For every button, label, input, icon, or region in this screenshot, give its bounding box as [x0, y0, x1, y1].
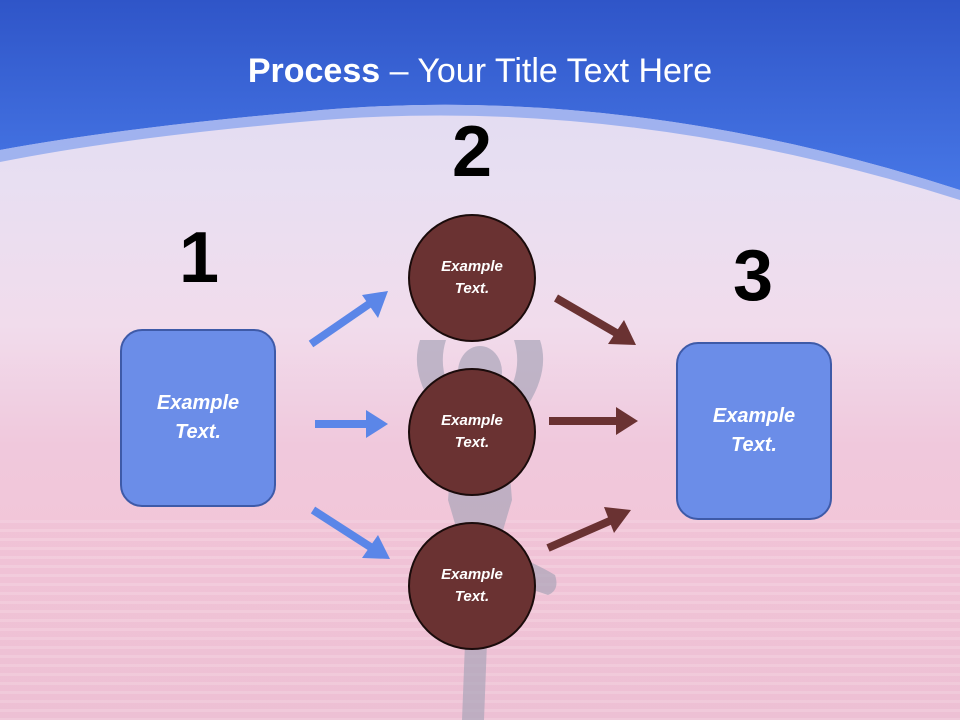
step-number-3: 3 — [732, 236, 774, 316]
blue-arrow-up — [308, 291, 388, 348]
step-2-circle-bottom: Example Text. — [408, 522, 536, 650]
brown-arrow-right — [549, 407, 638, 435]
blue-arrow-right — [315, 410, 388, 438]
brown-arrow-down — [553, 294, 636, 345]
step-2-circle-middle: Example Text. — [408, 368, 536, 496]
step-2-label-middle: Example Text. — [441, 411, 503, 452]
blue-arrow-down — [310, 506, 390, 559]
step-1-label: Example Text. — [156, 392, 240, 443]
slide-title: Process – Your Title Text Here — [0, 52, 960, 91]
step-3-label: Example Text. — [712, 405, 796, 456]
step-number-1: 1 — [178, 218, 220, 298]
title-rest: – Your Title Text Here — [380, 52, 713, 90]
step-2-circle-top: Example Text. — [408, 214, 536, 342]
step-3-box: Example Text. — [676, 342, 832, 520]
step-1-box: Example Text. — [120, 329, 276, 507]
step-number-2: 2 — [451, 112, 493, 192]
title-bold: Process — [247, 52, 381, 90]
step-2-label-bottom: Example Text. — [441, 565, 503, 606]
brown-arrow-up — [546, 507, 631, 552]
step-2-label-top: Example Text. — [441, 257, 503, 298]
